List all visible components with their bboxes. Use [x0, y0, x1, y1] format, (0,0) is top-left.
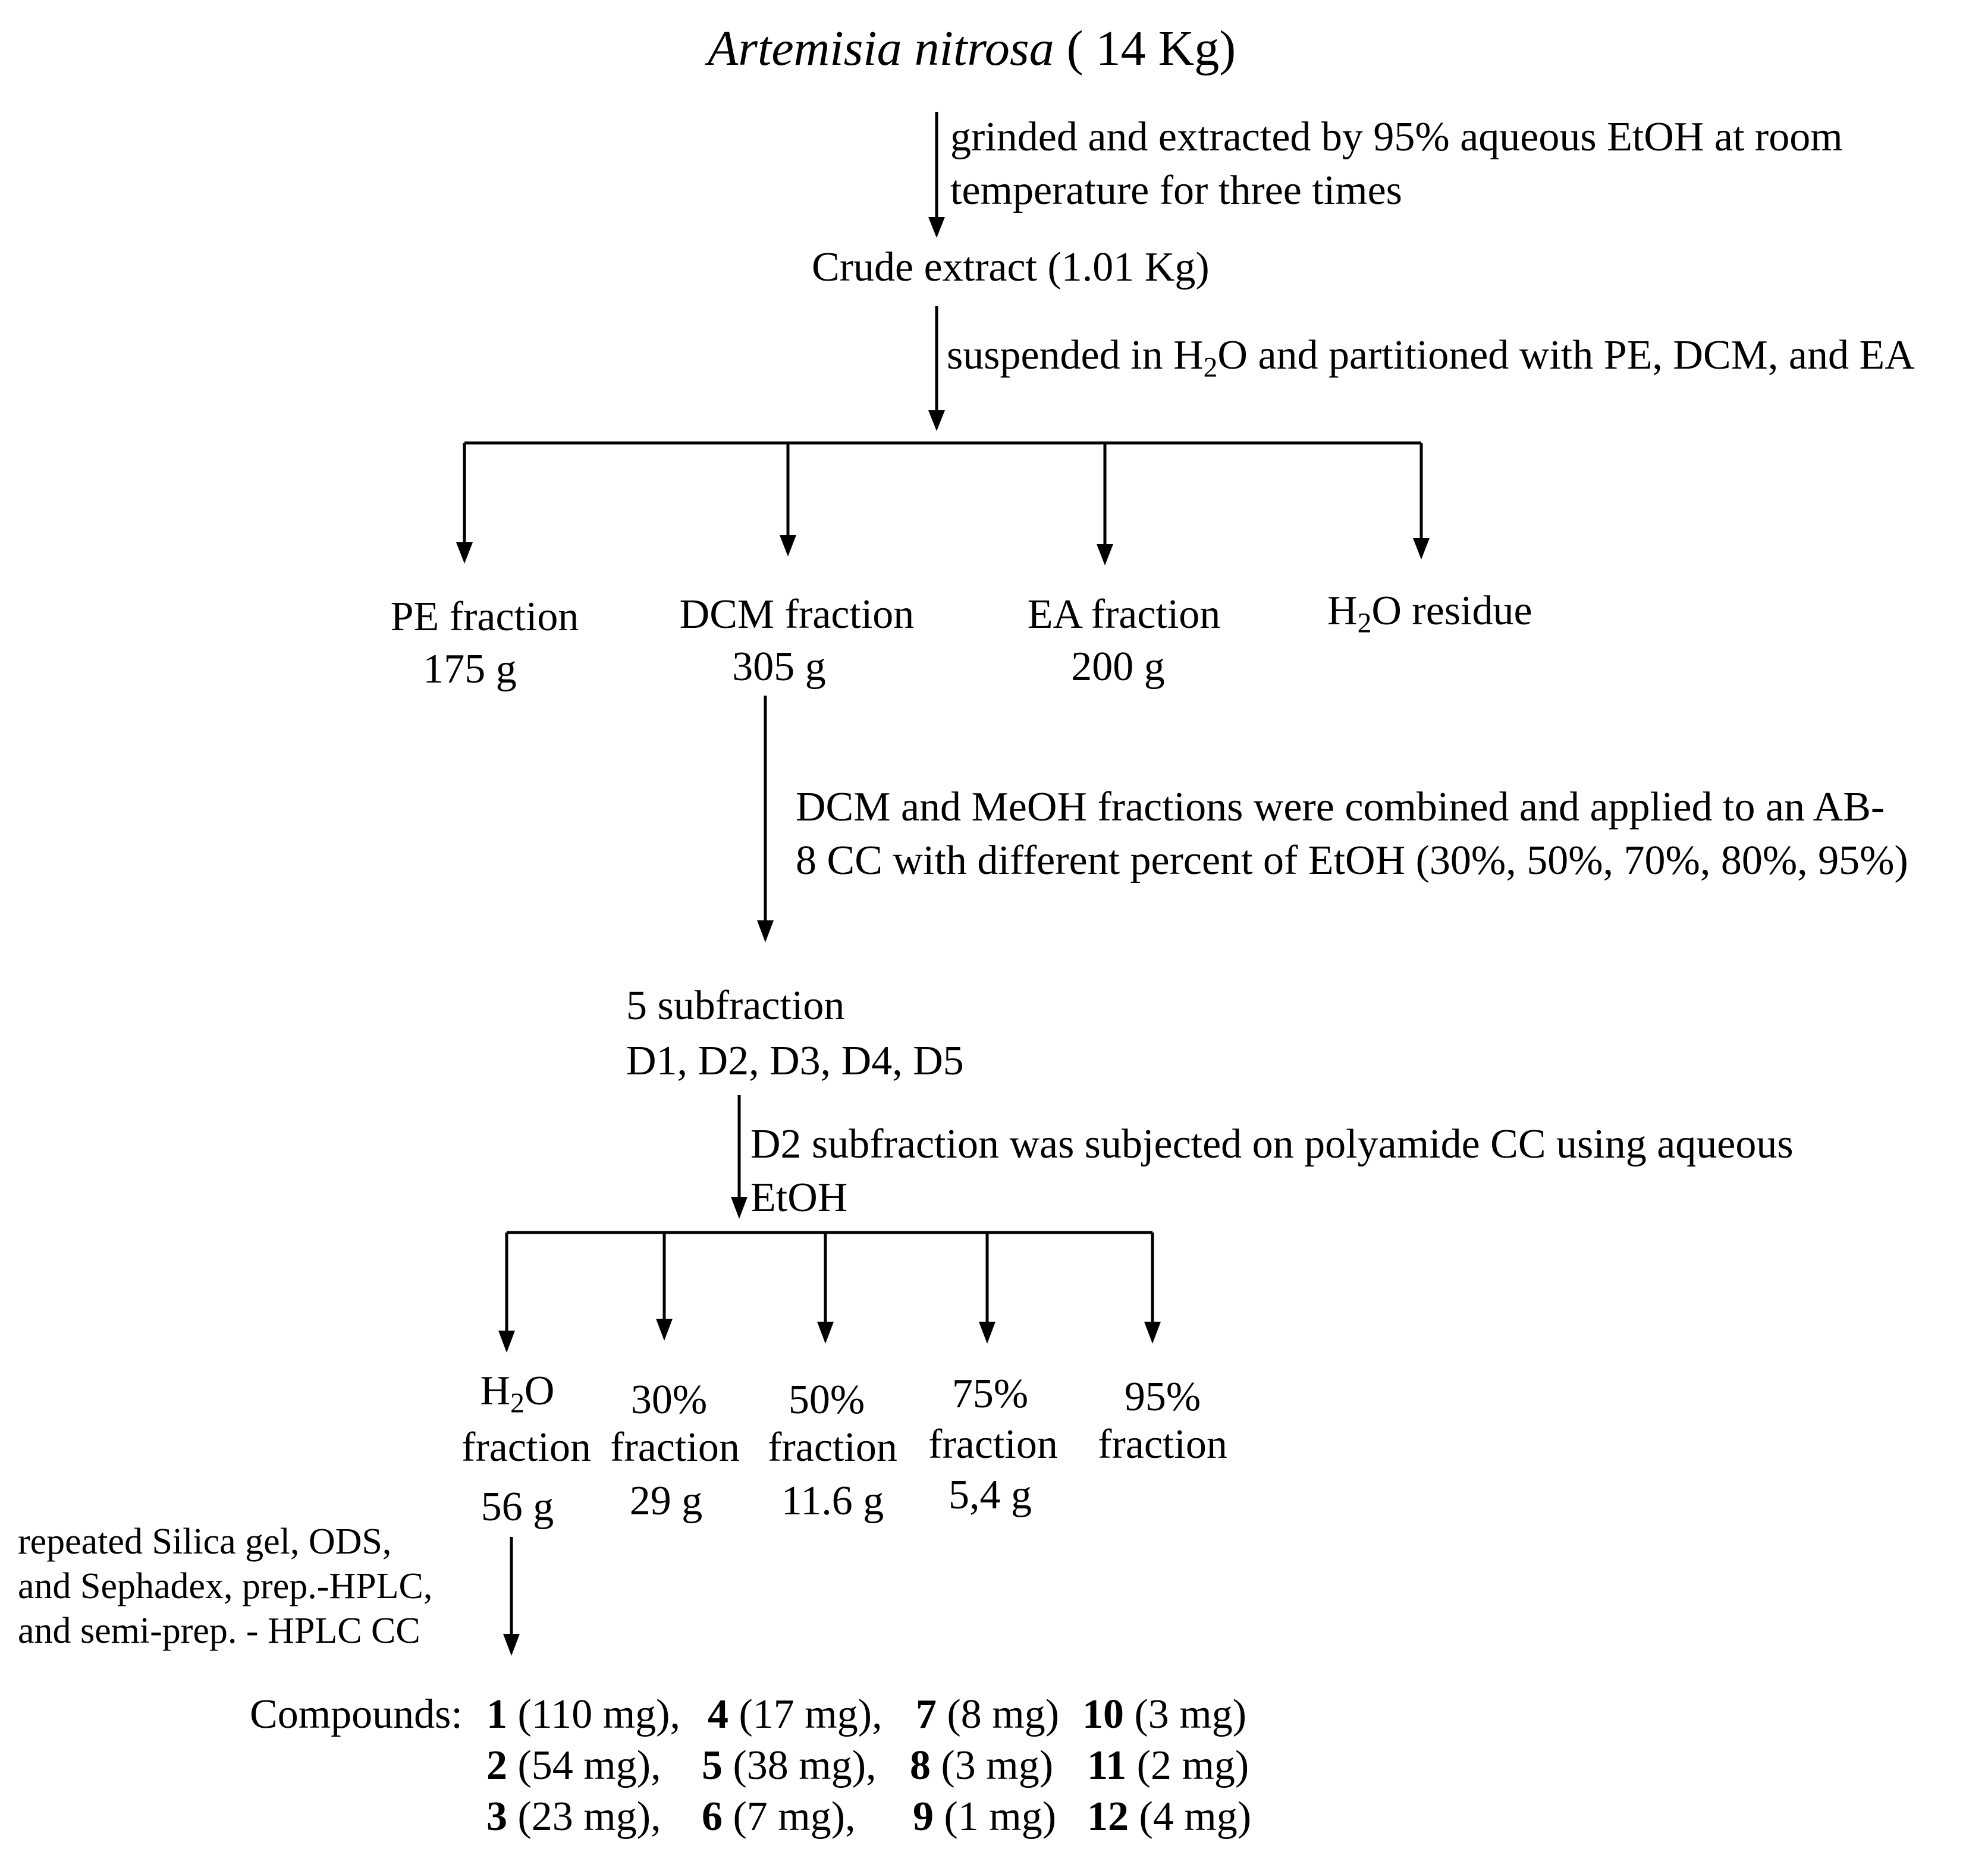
arrowhead	[928, 217, 945, 238]
eluate-h2o-label: H2O	[480, 1368, 555, 1419]
pe-fraction-mass: 175 g	[423, 646, 517, 692]
crude-extract: Crude extract (1.01 Kg)	[812, 244, 1210, 290]
purification-step-line1: repeated Silica gel, ODS,	[18, 1521, 392, 1562]
eluate-h2o-fraction: fraction	[461, 1425, 591, 1470]
ea-fraction-name: EA fraction	[1027, 592, 1221, 637]
plant-amount: ( 14 Kg)	[1054, 21, 1236, 76]
source-plant-title: Artemisia nitrosa ( 14 Kg)	[708, 24, 1236, 74]
eluate-75-fraction: fraction	[928, 1422, 1058, 1467]
ab8-step-line2: 8 CC with different percent of EtOH (30%…	[796, 838, 1908, 884]
pe-fraction-name: PE fraction	[390, 594, 579, 640]
arrowhead	[503, 1634, 520, 1656]
eluate-75-mass: 5,4 g	[949, 1472, 1032, 1518]
arrowhead	[757, 920, 774, 942]
arrowhead	[928, 410, 945, 431]
compound-entry: 8 (3 mg)	[910, 1743, 1054, 1788]
arrowhead	[731, 1197, 748, 1219]
polyamide-step-line1: D2 subfraction was subjected on polyamid…	[750, 1121, 1794, 1167]
polyamide-step-line2: EtOH	[750, 1175, 848, 1221]
arrowhead	[656, 1319, 673, 1341]
arrowhead	[1413, 538, 1430, 559]
arrowhead	[979, 1322, 995, 1344]
compound-entry: 2 (54 mg),	[486, 1743, 661, 1788]
eluate-50-label: 50%	[788, 1377, 865, 1423]
eluate-30-mass: 29 g	[629, 1478, 703, 1524]
eluate-30-label: 30%	[630, 1377, 708, 1423]
ab8-step-line1: DCM and MeOH fractions were combined and…	[796, 784, 1885, 830]
compounds-label: Compounds:	[250, 1691, 463, 1737]
arrowhead	[456, 542, 473, 564]
arrowhead	[1144, 1322, 1161, 1344]
purification-step-line3: and semi-prep. - HPLC CC	[18, 1611, 420, 1651]
compound-entry: 4 (17 mg),	[708, 1691, 882, 1737]
arrowhead	[1097, 544, 1113, 565]
compound-entry: 3 (23 mg),	[486, 1794, 661, 1840]
eluate-95-label: 95%	[1124, 1374, 1201, 1420]
compound-entry: 11 (2 mg)	[1087, 1743, 1249, 1788]
purification-step-line2: and Sephadex, prep.-HPLC,	[18, 1566, 433, 1606]
arrowhead	[817, 1322, 834, 1344]
dcm-fraction-name: DCM fraction	[679, 592, 915, 637]
ea-fraction-mass: 200 g	[1071, 644, 1165, 690]
compound-entry: 5 (38 mg),	[702, 1743, 877, 1788]
eluate-50-fraction: fraction	[768, 1425, 897, 1470]
eluate-30-fraction: fraction	[610, 1425, 740, 1470]
arrowhead	[498, 1331, 515, 1353]
compound-entry: 1 (110 mg),	[486, 1691, 680, 1737]
subfraction-count: 5 subfraction	[626, 983, 845, 1029]
dcm-fraction-mass: 305 g	[732, 644, 826, 690]
eluate-75-label: 75%	[951, 1371, 1029, 1417]
eluate-95-fraction: fraction	[1098, 1422, 1227, 1467]
arrowhead	[780, 535, 796, 556]
compound-entry: 12 (4 mg)	[1087, 1794, 1252, 1840]
partition-step: suspended in H2O and partitioned with PE…	[947, 332, 1915, 383]
compound-entry: 10 (3 mg)	[1082, 1691, 1247, 1737]
compound-entry: 6 (7 mg),	[702, 1794, 856, 1840]
eluate-h2o-mass: 56 g	[480, 1484, 554, 1530]
extraction-step-line2: temperature for three times	[950, 168, 1402, 213]
species-name: Artemisia nitrosa	[708, 21, 1054, 76]
h2o-residue: H2O residue	[1327, 588, 1532, 639]
eluate-50-mass: 11.6 g	[781, 1478, 884, 1524]
subfraction-list: D1, D2, D3, D4, D5	[626, 1038, 964, 1084]
extraction-step-line1: grinded and extracted by 95% aqueous EtO…	[950, 114, 1843, 160]
compound-entry: 9 (1 mg)	[913, 1794, 1057, 1840]
compound-entry: 7 (8 mg)	[916, 1691, 1060, 1737]
